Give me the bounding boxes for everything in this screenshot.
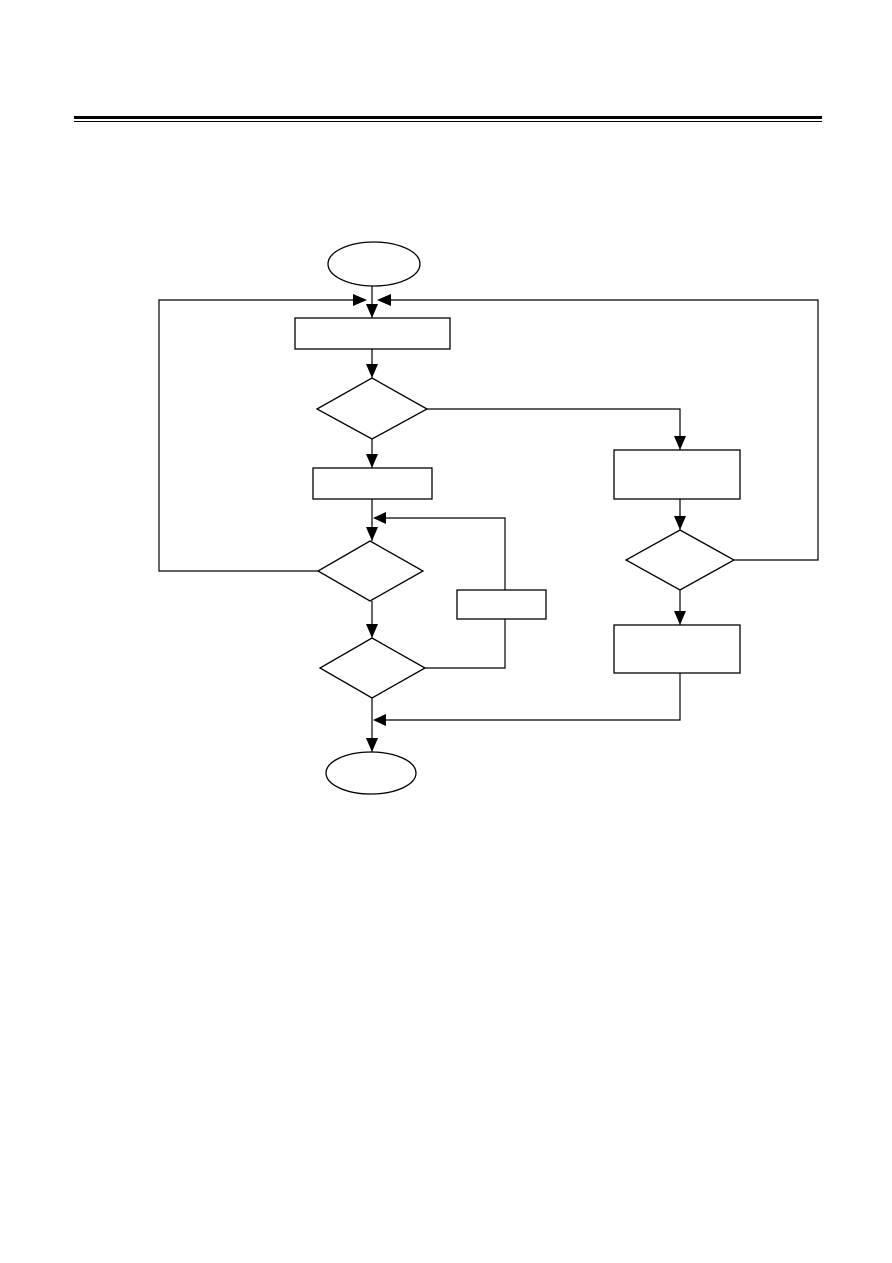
connector-decision-4-loop-back [382,299,819,561]
decision-2 [316,540,425,602]
end-terminal [325,751,417,795]
connector-right-step-2-to-end [382,673,681,721]
decision-4 [624,529,736,591]
arrowhead-loop-left-in [353,294,367,306]
side-process-step [456,589,547,620]
decision-1 [315,377,429,440]
start-terminal [327,241,421,287]
arrowhead-decision-2-in [366,527,378,541]
arrowhead-loop-right-in [377,294,391,306]
process-step-1 [294,317,451,350]
arrowhead-right-step-1-in [674,436,686,450]
process-step-2 [312,467,433,500]
header-rule-thick [74,116,822,119]
arrowhead-end-in [366,738,378,752]
connector-side-step-to-decision-2 [382,517,506,590]
arrowhead-merge-in [373,714,386,726]
arrowhead-right-step-2-in [674,611,686,625]
right-process-step-1 [613,449,741,500]
arrowheads [353,294,686,752]
arrowhead-decision-3-in [366,624,378,638]
arrowhead-step-1-in [366,304,378,318]
connectors [158,286,819,752]
decision-3 [318,637,427,699]
right-process-step-2 [613,624,741,674]
header-rule-thin [74,121,822,122]
connector-decision-3-to-side-step [425,619,506,669]
connector-decision-1-to-right-step-1 [427,408,681,450]
arrowhead-step-2-in [366,454,378,468]
arrowhead-decision-1-in [366,364,378,378]
arrowhead-side-loop-in [373,512,386,524]
arrowhead-decision-4-in [674,516,686,530]
connector-decision-2-loop-back [158,299,362,572]
